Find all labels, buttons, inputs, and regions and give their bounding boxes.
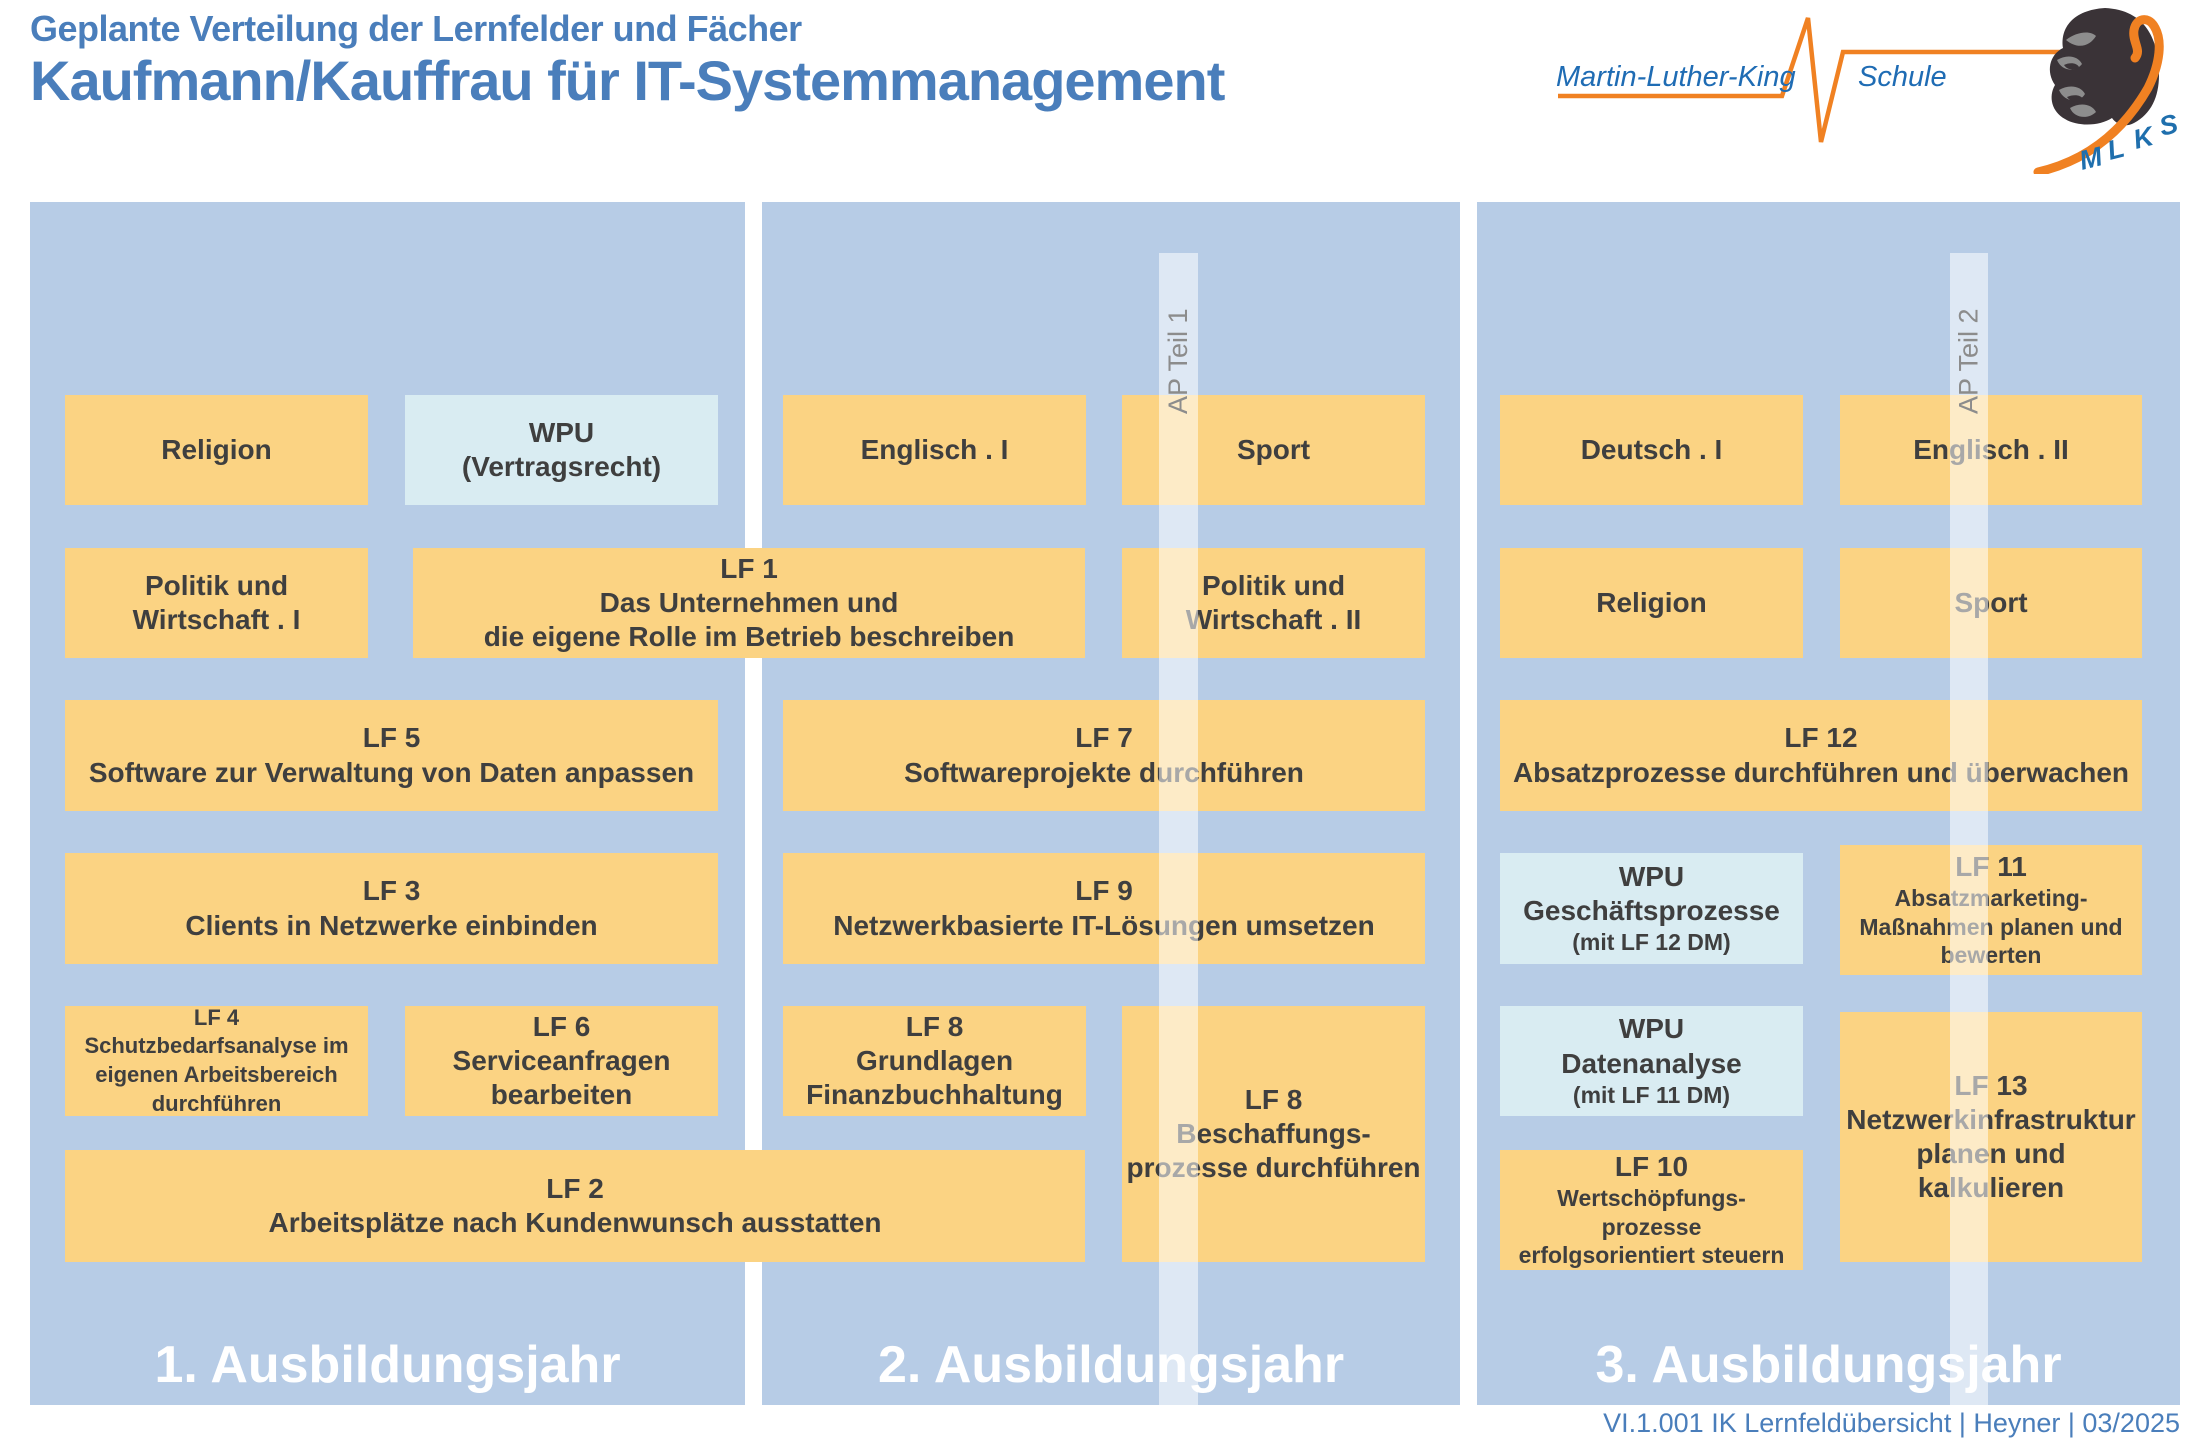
box-text-line: LF 5 — [362, 722, 421, 754]
box-text-line: erfolgsorientiert steuern — [1518, 1242, 1785, 1269]
box-text-line: Politik und — [144, 569, 289, 601]
page-subtitle: Geplante Verteilung der Lernfelder und F… — [30, 8, 802, 49]
box-lf-4: LF 4 Schutzbedarfsanalyse im eigenen Arbei… — [65, 1004, 368, 1116]
year-label-3: 3. Ausbildungsjahr — [1595, 1336, 2062, 1394]
box-text-line: eigenen Arbeitsbereich — [95, 1062, 338, 1087]
box-text-line: LF 7 — [1075, 722, 1133, 754]
box-text-line: Grundlagen — [855, 1044, 1014, 1076]
box-text-line: Netzwerkbasierte IT-Lösungen umsetzen — [833, 909, 1375, 941]
box-text-line: Sport — [1236, 433, 1311, 465]
box-text-line: LF 8 — [1244, 1083, 1303, 1115]
mlk-head-icon — [2049, 8, 2159, 126]
box-text-line: WPU — [1618, 860, 1685, 892]
box-text-line: bearbeiten — [490, 1079, 633, 1111]
logo-monogram: M L K S — [2076, 108, 2181, 174]
box-text-line: Schutzbedarfsanalyse im — [84, 1033, 349, 1059]
box-text-line: Softwareprojekte durchführen — [904, 756, 1304, 788]
box-text-line: Maßnahmen planen und — [1859, 913, 2123, 940]
svg-text:L: L — [2104, 133, 2127, 166]
box-text-line: LF 2 — [546, 1172, 604, 1204]
school-logo: Martin-Luther-King Schule M L K S — [1556, 8, 2181, 174]
box-text-line: Wertschöpfungs- — [1557, 1184, 1746, 1211]
year-label-1: 1. Ausbildungsjahr — [154, 1336, 621, 1394]
svg-text:S: S — [2156, 108, 2181, 141]
box-text-line: Netzwerkinfrastruktur — [1846, 1103, 2136, 1135]
box-text-line: Englisch . II — [1913, 433, 2069, 465]
svg-text:K: K — [2130, 120, 2159, 154]
exam-part-stripe-label: AP Teil 1 — [1163, 308, 1193, 415]
box-text-line: durchführen — [151, 1090, 282, 1116]
box-text-line: LF 12 — [1784, 722, 1858, 754]
box-text-line: Wirtschaft . I — [132, 604, 301, 635]
box-text-line: Religion — [161, 433, 272, 465]
logo-pulse-line-icon — [1558, 17, 2144, 143]
logo-swoosh-icon — [2033, 15, 2164, 174]
box-text-line: Das Unternehmen und — [599, 586, 899, 618]
document-reference: VI.1.001 IK Lernfeldübersicht | Heyner |… — [1603, 1408, 2180, 1438]
exam-part-stripe-2: AP Teil 1 — [1159, 253, 1198, 1405]
box-text-line: LF 6 — [532, 1010, 591, 1042]
box-text-line: Politik und — [1201, 569, 1346, 601]
box-text-line: Geschäftsprozesse — [1523, 895, 1780, 927]
box-text-line: Deutsch . I — [1580, 433, 1723, 465]
box-englisch-2: Englisch . II — [1840, 395, 2142, 505]
box-text-line: LF 1 — [720, 552, 778, 584]
box-text-line: LF 10 — [1614, 1150, 1689, 1182]
box-text-line: Arbeitsplätze nach Kundenwunsch ausstatt… — [268, 1207, 882, 1238]
box-wpu-vertragsrecht: WPU(Vertragsrecht) — [405, 395, 718, 505]
box-text-line: (mit LF 11 DM) — [1572, 1081, 1731, 1108]
box-text-line: Beschaffungs- — [1176, 1117, 1371, 1149]
box-text-line: WPU — [528, 416, 595, 448]
box-text-line: Absatzprozesse durchführen und überwache… — [1512, 756, 2130, 788]
year-label-2: 2. Ausbildungsjahr — [877, 1336, 1345, 1394]
box-text-line: prozesse — [1601, 1213, 1702, 1240]
box-religion-3: Religion — [1500, 548, 1803, 658]
logo-school-name-left: Martin-Luther-King — [1556, 61, 1796, 93]
box-text-line: Religion — [1596, 586, 1707, 618]
box-sport-3: Sport — [1840, 548, 2142, 658]
box-text-line: Absatzmarketing- — [1894, 884, 2088, 911]
logo-school-name-right: Schule — [1858, 61, 1947, 93]
box-text-line: die eigene Rolle im Betrieb beschreiben — [483, 621, 1015, 653]
box-text-line: WPU — [1618, 1013, 1685, 1045]
box-text-line: Software zur Verwaltung von Daten anpass… — [88, 756, 695, 788]
box-religion-1: Religion — [65, 395, 368, 505]
box-text-line: Datenanalyse — [1561, 1047, 1742, 1079]
box-text-line: Wirtschaft . II — [1185, 604, 1362, 635]
box-text-line: (mit LF 12 DM) — [1572, 929, 1731, 956]
exam-part-stripe-label: AP Teil 2 — [1953, 308, 1984, 415]
box-deutsch-1: Deutsch . I — [1500, 395, 1803, 505]
box-englisch-1: Englisch . I — [783, 395, 1086, 505]
box-text-line: kalkulieren — [1917, 1172, 2065, 1204]
box-text-line: LF 9 — [1075, 875, 1133, 907]
box-text-line: Finanzbuchhaltung — [806, 1079, 1063, 1111]
box-text-line: LF 3 — [362, 875, 421, 907]
box-text-line: (Vertragsrecht) — [461, 451, 662, 482]
box-text-line: Clients in Netzwerke einbinden — [185, 909, 598, 941]
exam-part-stripe-3: AP Teil 2 — [1950, 253, 1988, 1405]
page-title: Kaufmann/Kauffrau für IT-Systemmanagemen… — [30, 49, 1225, 112]
box-text-line: Englisch . I — [860, 433, 1009, 465]
box-text-line: LF 4 — [193, 1004, 240, 1030]
box-text-line: planen und — [1916, 1138, 2066, 1169]
box-text-line: LF 8 — [905, 1010, 964, 1042]
box-text-line: Serviceanfragen — [452, 1044, 671, 1076]
